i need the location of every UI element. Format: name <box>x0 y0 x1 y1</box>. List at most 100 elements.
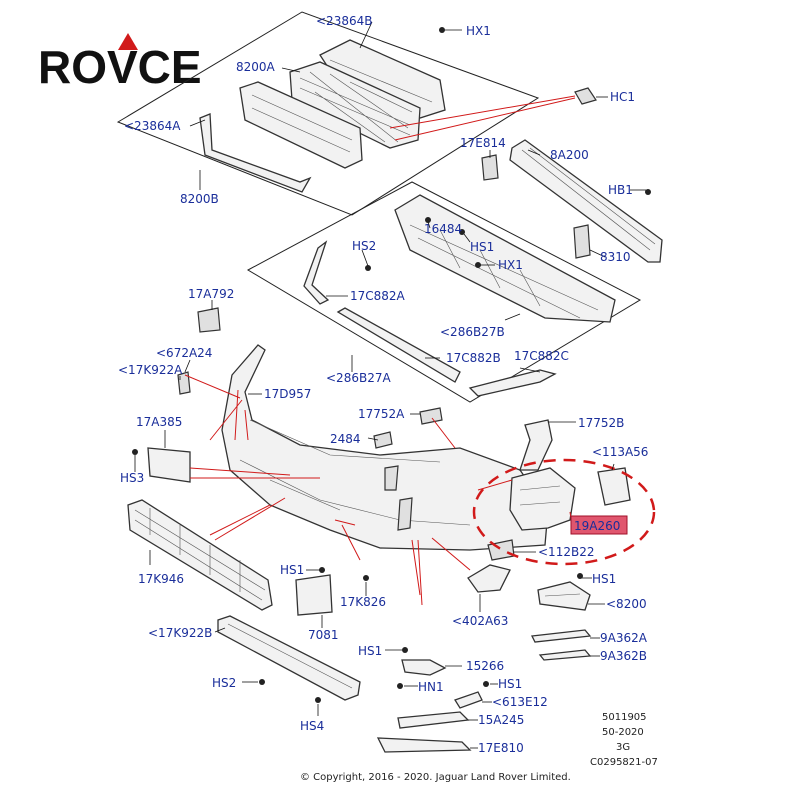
bolt-hs1-c <box>319 567 325 573</box>
bolt-hs1-b <box>577 573 583 579</box>
part-113A56 <box>597 467 631 506</box>
red-leader-hc1 <box>389 95 576 141</box>
label-HS2-b: HS2 <box>212 676 236 690</box>
label-17752B: 17752B <box>578 416 624 430</box>
part-lower-grille <box>127 499 273 611</box>
label-402A63: <402A63 <box>452 614 508 628</box>
leader-lines <box>134 21 646 749</box>
label-17K922A: <17K922A <box>118 363 183 377</box>
part-17E810 <box>376 737 472 753</box>
ref-line1: 5011905 <box>602 712 647 723</box>
bolt-hb1 <box>645 189 651 195</box>
label-17C882B: 17C882B <box>446 351 501 365</box>
part-8310-bracket <box>573 224 591 259</box>
part-15A245 <box>397 711 470 729</box>
label-15266: 15266 <box>466 659 504 673</box>
label-HS3: HS3 <box>120 471 144 485</box>
bolt-hs3 <box>132 449 138 455</box>
label-286B27B: <286B27B <box>440 325 505 339</box>
label-17A792: 17A792 <box>188 287 234 301</box>
part-286B27B <box>394 194 616 323</box>
ref-line2: 50-2020 <box>602 727 644 738</box>
label-672A24: <672A24 <box>156 346 212 360</box>
label-HS2-a: HS2 <box>352 239 376 253</box>
label-8200: <8200 <box>606 597 647 611</box>
part-17752A <box>419 407 443 425</box>
part-2484 <box>373 431 393 449</box>
label-112B22: <112B22 <box>538 545 594 559</box>
bumper-support-box <box>246 181 642 403</box>
bolt-hs1-d <box>402 647 408 653</box>
bolt-hs1-e <box>483 681 489 687</box>
part-9A362A <box>531 629 592 643</box>
bolt-hn1 <box>397 683 403 689</box>
label-17E814: 17E814 <box>460 136 506 150</box>
label-9A362A: 9A362A <box>600 631 648 645</box>
label-HC1: HC1 <box>610 90 635 104</box>
part-17C882A <box>303 240 330 305</box>
label-HS1-e: HS1 <box>498 677 522 691</box>
label-113A56: <113A56 <box>592 445 648 459</box>
bolt-hx1-top <box>439 27 445 33</box>
label-17K922B: <17K922B <box>148 626 212 640</box>
part-17E814 <box>481 154 499 181</box>
label-17D957: 17D957 <box>264 387 311 401</box>
reference-block: 5011905 50-2020 3G C0295821-07 <box>590 712 658 768</box>
support-box-outline <box>246 181 642 403</box>
part-19A260 <box>509 467 576 531</box>
label-19A260: 19A260 <box>574 519 620 533</box>
bolt-17K826 <box>363 575 369 581</box>
copyright-text: © Copyright, 2016 - 2020. Jaguar Land Ro… <box>300 772 571 783</box>
label-7081: 7081 <box>308 628 339 642</box>
label-HS4: HS4 <box>300 719 324 733</box>
label-17K826: 17K826 <box>340 595 386 609</box>
label-HB1: HB1 <box>608 183 633 197</box>
bolt-hs4 <box>315 697 321 703</box>
part-17K922A <box>177 371 191 395</box>
part-17752B <box>519 419 553 471</box>
part-17C882B <box>336 307 461 383</box>
label-HS1-d: HS1 <box>358 644 382 658</box>
label-17752A: 17752A <box>358 407 405 421</box>
bolt-16484 <box>425 217 431 223</box>
label-8310: 8310 <box>600 250 631 264</box>
label-HN1: HN1 <box>418 680 444 694</box>
part-grille-frame <box>239 81 363 169</box>
label-HX1-top: HX1 <box>466 24 491 38</box>
part-402A63 <box>467 564 511 593</box>
label-17C882C: 17C882C <box>514 349 569 363</box>
grille-assembly-box <box>116 11 540 216</box>
part-8200-insert <box>537 581 591 611</box>
label-17E810: 17E810 <box>478 741 524 755</box>
label-286B27A: <286B27A <box>326 371 391 385</box>
highlight-box <box>570 515 628 535</box>
bolt-hs2-b <box>259 679 265 685</box>
part-17C882C <box>468 369 557 397</box>
highlight-ring <box>472 458 656 566</box>
label-17K946: 17K946 <box>138 572 184 586</box>
bolt-hs2-a <box>365 265 371 271</box>
label-17C882A: 17C882A <box>350 289 406 303</box>
label-15A245: 15A245 <box>478 713 524 727</box>
grille-box-outline <box>116 11 540 216</box>
part-7081 <box>295 574 333 616</box>
part-17A385-plate <box>147 447 191 483</box>
ref-line4: C0295821-07 <box>590 757 658 768</box>
bolt-hx1-mid <box>475 262 481 268</box>
label-23864A: <23864A <box>124 119 181 133</box>
logo-accent <box>118 33 138 50</box>
label-16484: 16484 <box>424 222 462 236</box>
part-9A362B <box>538 649 592 661</box>
part-17A792 <box>197 307 221 333</box>
part-613E12 <box>454 691 483 709</box>
label-613E12: <613E12 <box>492 695 548 709</box>
label-8200B: 8200B <box>180 192 219 206</box>
rovce-logo: ROVCE <box>38 33 202 93</box>
part-hc1-clip <box>574 87 597 105</box>
part-reinforcement-beam <box>509 139 663 263</box>
label-8A200: 8A200 <box>550 148 589 162</box>
part-labels: <23864B HX1 8200A HC1 <23864A 8200B 17E8… <box>118 14 648 755</box>
label-8200A: 8200A <box>236 60 276 74</box>
bolt-hs1-a <box>459 229 465 235</box>
